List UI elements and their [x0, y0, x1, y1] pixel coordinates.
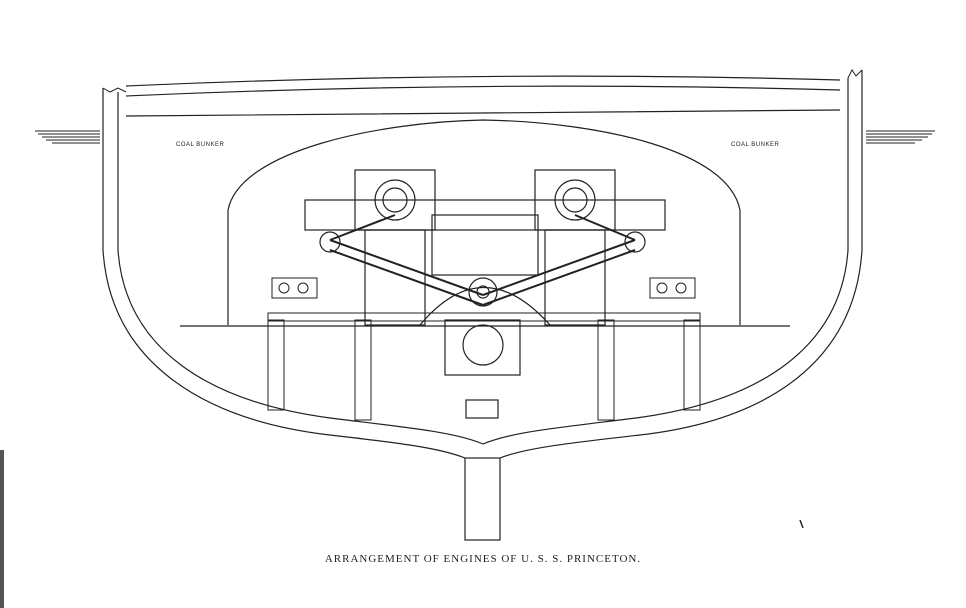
outer-hull [102, 70, 863, 459]
shaft-bearing [444, 319, 521, 376]
crank [468, 277, 498, 307]
keel [464, 457, 501, 541]
right-pivot [624, 231, 646, 253]
edge-bar [0, 450, 4, 608]
engine-frame [304, 199, 666, 326]
cylinders [354, 169, 616, 231]
connecting-rods [329, 214, 636, 306]
engine-foundations [267, 312, 701, 421]
deck-beam [125, 75, 841, 117]
waterline-left [35, 130, 100, 144]
caption: ARRANGEMENT OF ENGINES OF U. S. S. PRINC… [324, 553, 642, 565]
left-bunker-label: COAL BUNKER [176, 142, 225, 148]
keel-block [465, 399, 499, 419]
bunker-arch [227, 119, 741, 325]
right-bunker-label: COAL BUNKER [731, 142, 780, 148]
propeller-shaft [462, 324, 504, 366]
side-bearings [271, 277, 696, 299]
left-pivot [319, 231, 341, 253]
inner-hull [117, 78, 849, 445]
waterline-right [866, 130, 935, 144]
